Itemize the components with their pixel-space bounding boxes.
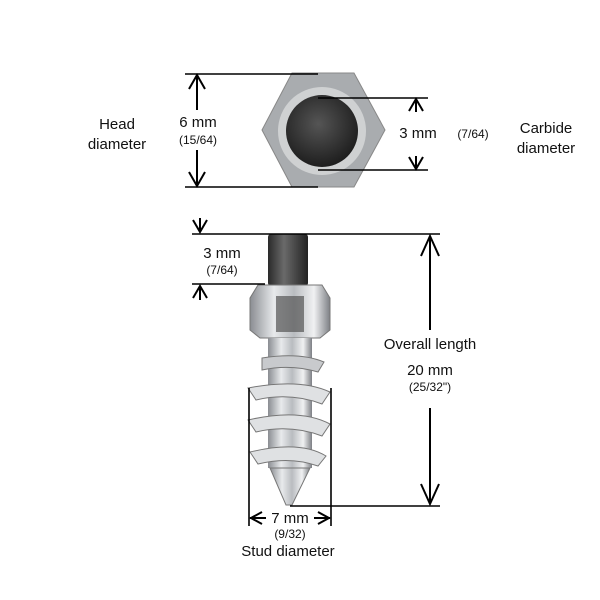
carbide-diameter-mm: 3 mm: [399, 125, 437, 142]
overall-length-inch: (25/32"): [409, 380, 451, 394]
stud-diameter-inch: (9/32): [274, 527, 305, 541]
stud-diameter-mm: 7 mm: [271, 510, 309, 527]
carbide-diameter-label-line2: diameter: [517, 140, 575, 157]
carbide-diameter-arrow: [408, 97, 424, 171]
stud-top-view-image: [261, 72, 386, 188]
stud-diameter-arrow: [248, 511, 332, 525]
pin-height-mm: 3 mm: [203, 245, 241, 262]
head-diameter-label: Head: [99, 116, 135, 133]
overall-length-arrow: [420, 233, 440, 507]
pin-height-arrows: [192, 218, 208, 300]
carbide-diameter-label: Carbide: [520, 120, 573, 137]
head-diameter-mm: 6 mm: [179, 114, 217, 131]
head-diameter-label-line2: diameter: [88, 136, 146, 153]
stud-diameter-label: Stud diameter: [241, 543, 334, 560]
overall-length-mm: 20 mm: [407, 362, 453, 379]
pin-height-inch: (7/64): [206, 263, 237, 277]
head-diameter-inch: (15/64): [179, 133, 217, 147]
head-diameter-arrow: [188, 72, 206, 189]
overall-length-label: Overall length: [384, 336, 477, 353]
stud-side-view-image: [247, 234, 331, 506]
carbide-diameter-inch: (7/64): [457, 127, 488, 141]
